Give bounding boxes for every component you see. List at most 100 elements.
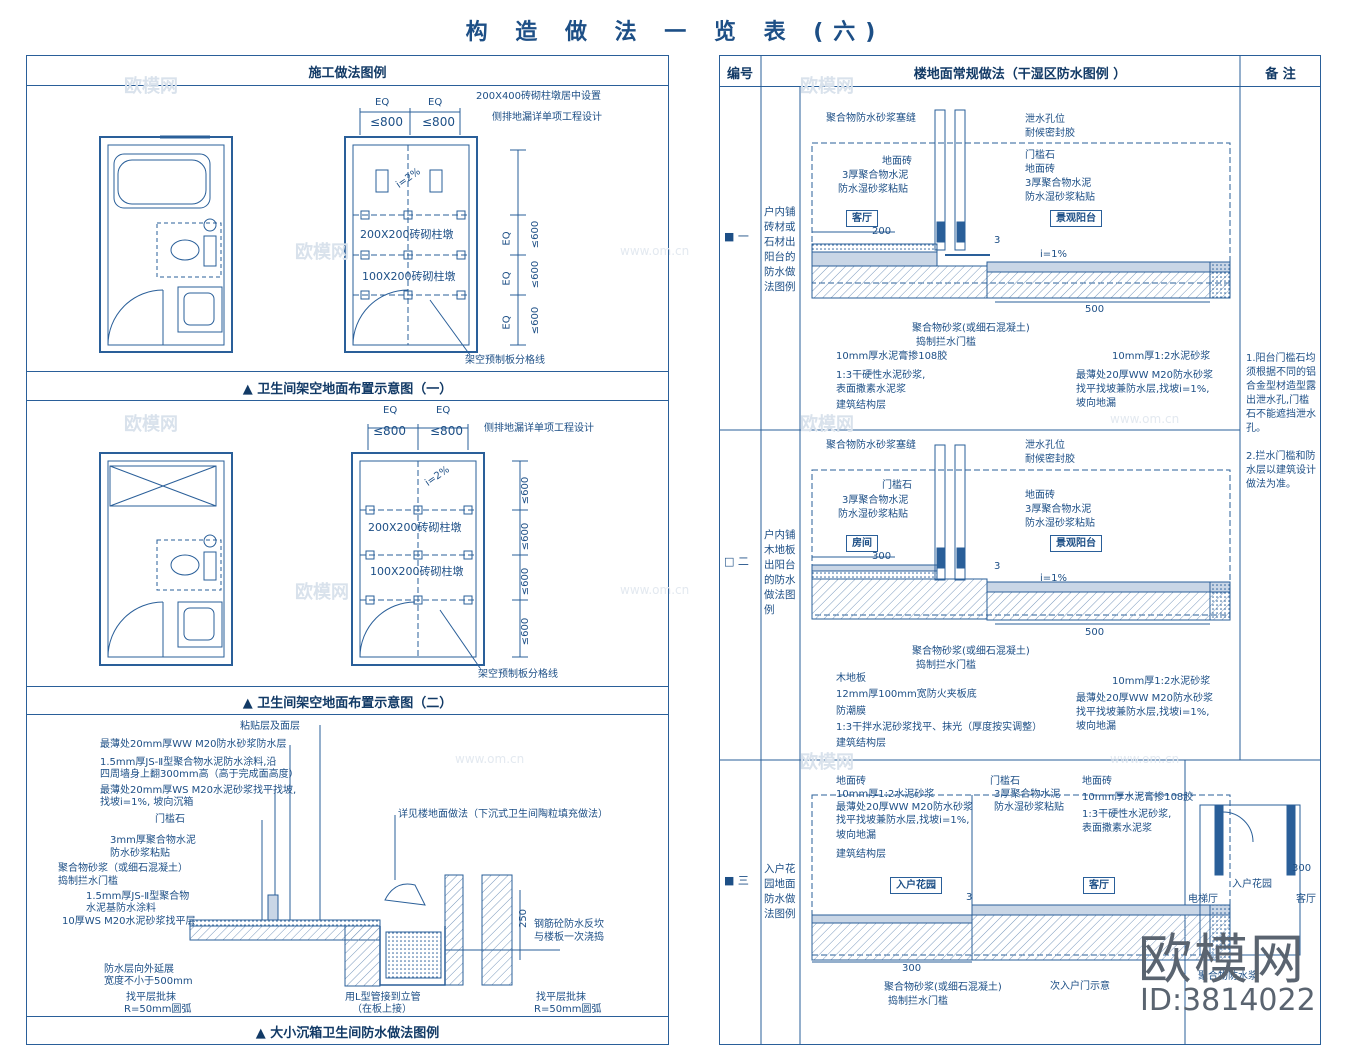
- p3-l9: 聚合物砂浆（或细石混凝土）: [58, 863, 188, 874]
- p3-l21: 用L型管接到立管: [345, 992, 421, 1003]
- p3-l5: 找坡i=1%, 坡向沉箱: [100, 797, 194, 808]
- p2-dim-600-3: ≤600: [520, 567, 532, 596]
- p3-l7: 3mm厚聚合物水泥: [110, 835, 196, 846]
- r2-l5: 防水湿砂浆粘贴: [838, 509, 908, 520]
- r2-l12: i=1%: [1040, 573, 1068, 584]
- r1-l17: 10mm厚水泥膏掺108胶: [836, 351, 948, 362]
- panel2-caption-row: [26, 686, 669, 715]
- header-main: 楼地面常规做法（干湿区防水图例 ）: [913, 67, 1127, 82]
- r2-l11: 300: [872, 551, 892, 562]
- r2-l19: 1:3干拌水泥砂浆找平、抹光（厚度按实调整）: [836, 722, 1043, 733]
- panel1-caption-row: [26, 371, 669, 401]
- r2-l20: 建筑结构层: [836, 738, 886, 749]
- p2-dim-800-1: ≤800: [373, 424, 406, 438]
- r1-l16: 捣制拦水门槛: [916, 337, 976, 348]
- r3-l16: 聚合物砂浆(或细石混凝土): [884, 982, 1002, 993]
- r3-l4: 坡向地漏: [836, 830, 876, 841]
- r3-l24: 300: [1292, 863, 1312, 874]
- p1-label-pier-100: 100X200砖砌柱墩: [362, 270, 456, 283]
- left-header-row: [26, 55, 669, 86]
- r2-l9: 房间: [846, 535, 878, 552]
- p2-label-pier-100: 100X200砖砌柱墩: [370, 565, 464, 578]
- r2-l14: 聚合物砂浆(或细石混凝土): [912, 646, 1030, 657]
- r2-l8: 防水湿砂浆粘贴: [1025, 518, 1095, 529]
- p3-l23: 找平层批抹: [536, 992, 586, 1003]
- p3-l3: 四周墙身上翻300mm高（高于完成面高度）: [100, 769, 299, 780]
- r1-l11: 景观阳台: [1050, 210, 1102, 227]
- r3-l20: 入户花园: [1232, 879, 1272, 890]
- p3-l10: 捣制拦水门槛: [58, 876, 118, 887]
- p1-dim-eq-3: EQ: [501, 231, 513, 246]
- r3-l13: 入户花园: [890, 877, 942, 894]
- p1-dim-600-1: ≤600: [530, 220, 542, 249]
- watermark-5: 欧模网: [800, 76, 854, 97]
- p1-dim-600-3: ≤600: [530, 306, 542, 335]
- watermark-url-1: www.om.cn: [620, 244, 690, 258]
- p1-dim-800-2: ≤800: [422, 115, 455, 129]
- r1-l3: 门槛石: [1025, 150, 1055, 161]
- r1-l21: 10mm厚1:2水泥砂浆: [1112, 351, 1211, 362]
- r3-l1: 10mm厚1:2水泥砂浆: [836, 789, 935, 800]
- r3-l5: 建筑结构层: [836, 849, 886, 860]
- r2-l3: 门槛石: [882, 480, 912, 491]
- r3-l18: 次入户门示意: [1050, 981, 1110, 992]
- p3-l24: R=50mm圆弧: [534, 1004, 602, 1015]
- p1-label-grid: 架空预制板分格线: [465, 355, 545, 366]
- r1-l19: 表面撒素水泥浆: [836, 384, 906, 395]
- p1-dim-eq-4: EQ: [501, 271, 513, 286]
- r2-l1: 泄水孔位: [1025, 440, 1065, 451]
- p2-label-grid: 架空预制板分格线: [478, 669, 558, 680]
- panel3-caption-row: [26, 1016, 669, 1045]
- watermark-url-5: www.om.cn: [1110, 752, 1180, 766]
- p3-l0: 粘贴层及面层: [240, 721, 300, 732]
- r2-l23: 找平找坡兼防水层,找坡i=1%,: [1076, 707, 1210, 718]
- p3-l1: 最薄处20mm厚WW M20防水砂浆防水层: [100, 739, 287, 750]
- r2-l2: 耐候密封胶: [1025, 454, 1075, 465]
- p3-l19: 找平层批抹: [126, 992, 176, 1003]
- r3-l12: 表面撒素水泥浆: [1082, 823, 1152, 834]
- p2-dim-800-2: ≤800: [430, 424, 463, 438]
- r1-l20: 建筑结构层: [836, 400, 886, 411]
- r2-l0: 聚合物防水砂浆塞缝: [826, 440, 916, 451]
- r1-l13: i=1%: [1040, 249, 1068, 260]
- r1-l1: 泄水孔位: [1025, 114, 1065, 125]
- p2-label-pier-200: 200X200砖砌柱墩: [368, 521, 462, 534]
- r3-l10: 10mm厚水泥膏掺108胶: [1082, 792, 1194, 803]
- p3-l25: 250: [518, 908, 530, 929]
- p2-dim-600-2: ≤600: [520, 522, 532, 551]
- row1-no: ■ 一: [724, 230, 749, 243]
- r2-l16: 木地板: [836, 673, 866, 684]
- panel1-caption: ▲ 卫生间架空地面布置示意图（一）: [242, 382, 453, 397]
- p1-label-pier-200: 200X200砖砌柱墩: [360, 228, 454, 241]
- row2-desc: 户内铺木地板出阳台的防水做法图例: [764, 529, 796, 616]
- p1-dim-800-1: ≤800: [370, 115, 403, 129]
- p3-l15: 钢筋砼防水反坎: [534, 919, 604, 930]
- watermark-7: 欧模网: [800, 752, 854, 773]
- p3-l11: 1.5mm厚JS-Ⅱ型聚合物: [86, 891, 190, 902]
- r3-l9: 地面砖: [1082, 776, 1112, 787]
- r1-l0: 聚合物防水砂浆塞缝: [826, 113, 916, 124]
- r3-l2: 最薄处20厚WW M20防水砂浆: [836, 802, 974, 813]
- r1-l15: 聚合物砂浆(或细石混凝土): [912, 323, 1030, 334]
- r3-l19: 电梯厅: [1188, 894, 1218, 905]
- r3-l23: 3: [966, 892, 973, 903]
- p3-l2: 1.5mm厚JS-Ⅱ型聚合物水泥防水涂料,沿: [100, 757, 277, 768]
- p3-l22: （在板上接）: [352, 1004, 412, 1015]
- r1-l4: 地面砖: [882, 156, 912, 167]
- r1-l14: 500: [1085, 304, 1105, 315]
- p3-l18: 宽度不小于500mm: [104, 976, 193, 987]
- remark-1: 1.阳台门槛石均须根据不同的铝合金型材造型露出泄水孔,门槛石不能遮挡泄水孔。: [1246, 353, 1316, 434]
- r1-l22: 最薄处20厚WW M20防水砂浆: [1076, 370, 1214, 381]
- header-remark: 备 注: [1265, 67, 1296, 82]
- r2-l4: 3厚聚合物水泥: [842, 495, 909, 506]
- r1-l18: 1:3干硬性水泥砂浆,: [836, 370, 926, 381]
- watermark-6: 欧模网: [800, 414, 854, 435]
- r2-l10: 景观阳台: [1050, 535, 1102, 552]
- r2-l18: 防潮膜: [836, 706, 866, 717]
- remark-2: 2.拦水门槛和防水层以建筑设计做法为准。: [1246, 451, 1316, 490]
- p1-dim-eq-1: EQ: [375, 97, 390, 108]
- row3-desc: 入户花园地面防水做法图例: [764, 863, 796, 920]
- p1-dim-eq-5: EQ: [501, 315, 513, 330]
- r3-l17: 捣制拦水门槛: [888, 996, 948, 1007]
- watermark-url-3: www.om.cn: [455, 752, 525, 766]
